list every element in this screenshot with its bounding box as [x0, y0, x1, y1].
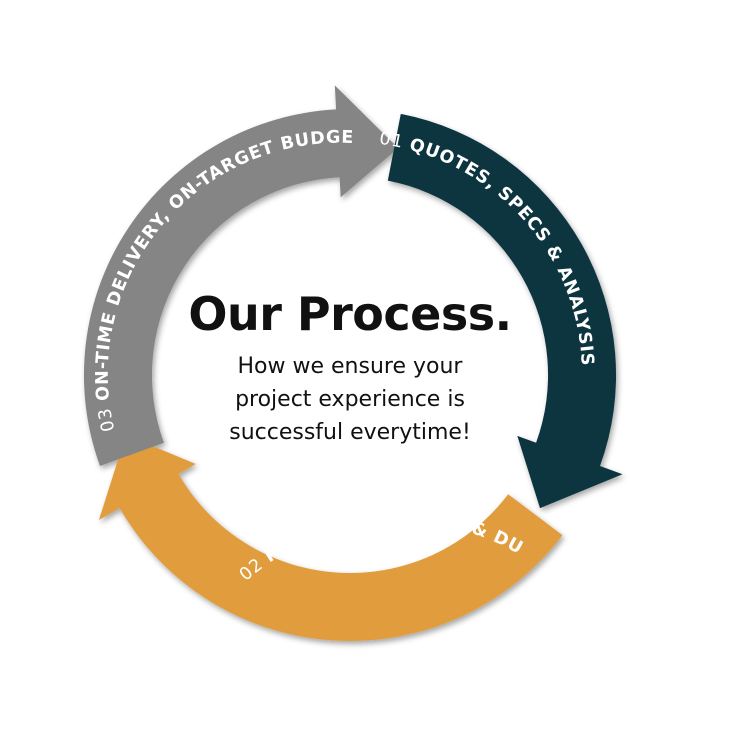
stage-02-text: PROOFS, MOCKUPS & DUMMIES. — [0, 0, 526, 567]
diagram-subtitle-line-3: successful everytime! — [229, 420, 471, 445]
center-text-block: Our Process. How we ensure your project … — [120, 288, 580, 449]
stage-01-arrow — [387, 113, 623, 509]
diagram-title: Our Process. — [188, 287, 512, 341]
stage-03-number: 03 — [95, 406, 119, 433]
stage-01-number: 01 — [378, 129, 405, 153]
diagram-subtitle-line-1: How we ensure your — [237, 354, 463, 379]
diagram-subtitle-line-2: project experience is — [235, 387, 465, 412]
stage-03-arrow — [83, 85, 399, 467]
stage-02-arrow — [98, 435, 563, 642]
